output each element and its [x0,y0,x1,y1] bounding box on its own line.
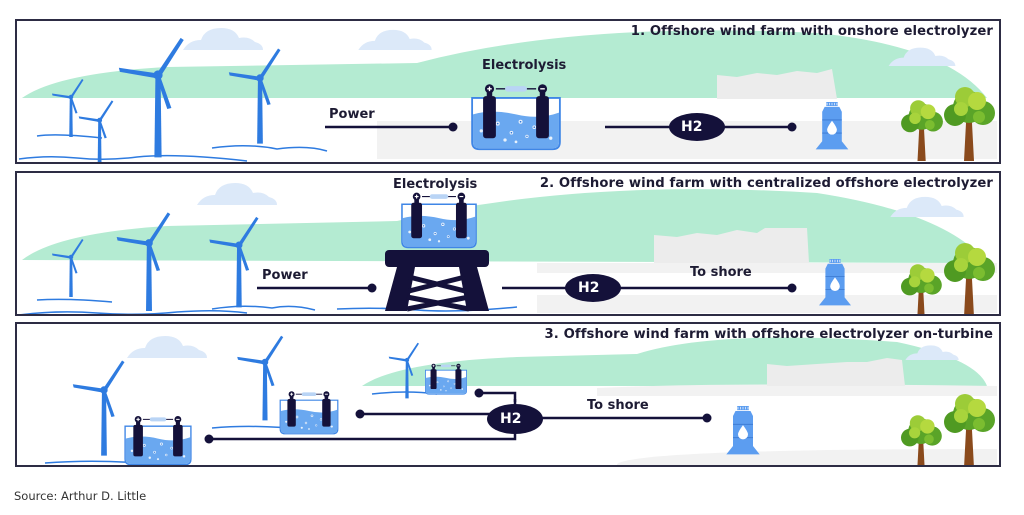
source-note: Source: Arthur D. Little [14,489,147,503]
wind-turbine-2 [237,335,284,421]
city-skyline [767,358,905,386]
power-label: Power [329,107,375,122]
electrolyzer-on-turbine-2 [279,390,339,435]
h2-label: H2 [578,280,600,296]
connector-dot [355,409,365,419]
power-label: Power [262,268,308,283]
pipeline-end-dot [787,283,797,293]
panel-title: 3. Offshore wind farm with offshore elec… [544,327,993,342]
hill [22,189,987,263]
panel-3-illustration [44,335,997,465]
background-scenery [22,183,997,313]
electrolysis-label: Electrolysis [482,58,567,73]
to-shore-label: To shore [587,398,649,413]
electrolyzer-tank [471,83,561,151]
panel-2-illustration [21,183,997,314]
background-scenery [127,336,997,465]
ground-bottom [617,449,997,465]
connector-dot [204,434,214,444]
panel-centralized-offshore-electrolyzer: H2 2. Offshore wind farm with centralize… [15,171,1001,316]
electrolyzer-tank [401,191,477,249]
road [537,273,997,295]
pipeline-end-dot [787,122,797,132]
sea-waves [18,134,328,162]
process-layer [325,83,995,161]
road-top [597,384,997,396]
h2-label: H2 [500,411,522,427]
offshore-platform [385,250,489,312]
panel-title: 2. Offshore wind farm with centralized o… [539,176,993,191]
cloud [890,196,964,217]
city-skyline [717,69,837,99]
hydrogen-storage-tank [815,101,849,150]
wind-turbine-1 [72,360,125,456]
cloud [197,183,277,205]
cloud [127,336,207,358]
connector-dot [474,388,484,398]
city-skyline [654,228,809,263]
electrolysis-label: Electrolysis [393,177,478,192]
panel-title: 1. Offshore wind farm with onshore elect… [630,24,993,39]
panel-on-turbine-electrolyzer: H2 3. Offshore wind farm with offshore e… [15,322,1001,467]
electrolyzer-on-turbine-1 [124,415,192,465]
tree-small [901,100,943,161]
h2-badge [487,404,543,434]
h2-badge [565,274,621,302]
h2-badge [669,113,725,141]
tree-large [944,87,995,161]
to-shore-label: To shore [690,265,752,280]
panel-onshore-electrolyzer: H2 1. Offshore wind farm with onshore el… [15,19,1001,164]
pipeline-end-dot [702,413,712,423]
power-connector-dot [448,122,458,132]
power-connector-dot [367,283,377,293]
h2-label: H2 [681,119,703,135]
